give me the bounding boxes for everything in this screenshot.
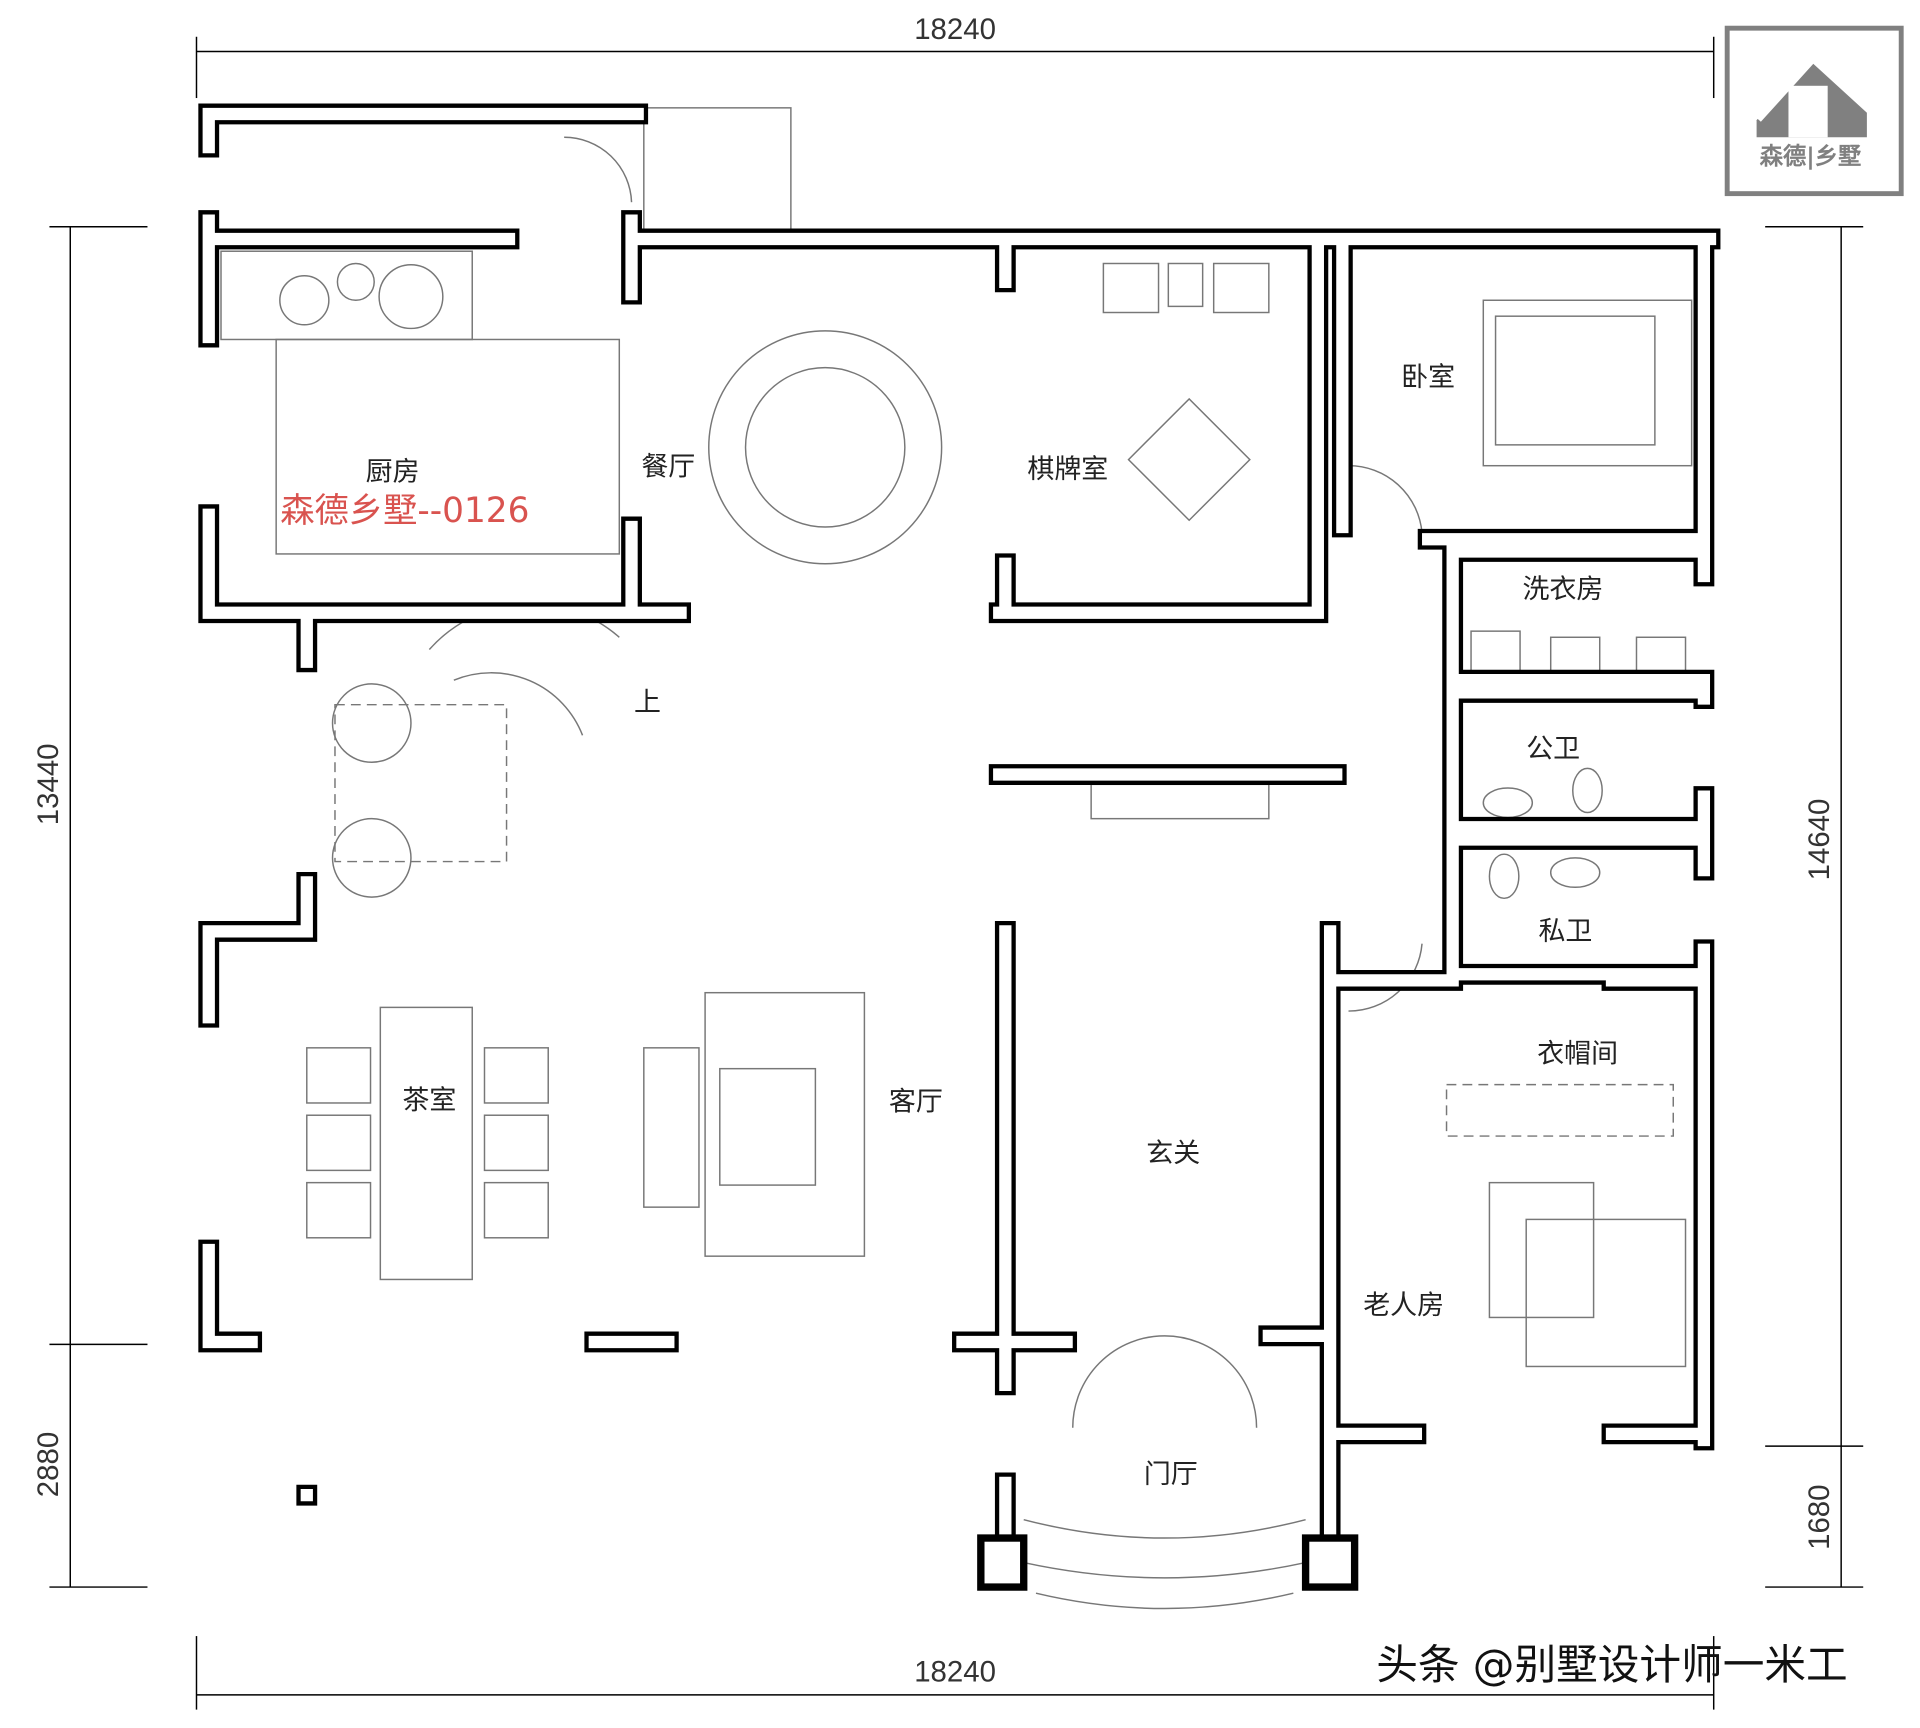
room-mahjong: 棋牌室 [1027,454,1108,485]
dim-top: 18240 [914,13,996,46]
room-kitchen: 厨房 [366,456,420,487]
room-tea: 茶室 [402,1085,456,1116]
dim-bottom: 18240 [914,1655,996,1688]
dim-left-porch: 2880 [32,1432,65,1497]
room-dining: 餐厅 [641,452,695,483]
dimension-lines [49,36,1864,1710]
watermark-text: 森德乡墅--0126 [280,491,529,531]
room-living: 客厅 [889,1086,943,1117]
dim-left-main: 13440 [32,743,65,825]
room-laundry: 洗衣房 [1523,574,1604,605]
walls [209,114,1710,1591]
room-public-bath: 公卫 [1526,733,1580,764]
stairs-up-label: 上 [634,687,661,718]
room-foyer: 玄关 [1146,1138,1200,1169]
room-bedroom: 卧室 [1401,362,1455,393]
dim-right-porch: 1680 [1803,1484,1836,1549]
logo: 森德|乡墅 [1724,25,1904,197]
dim-right-main: 14640 [1803,799,1836,881]
room-cloakroom: 衣帽间 [1537,1039,1618,1070]
room-porch: 门厅 [1144,1459,1198,1490]
fixtures [220,107,1693,1610]
logo-text: 森德|乡墅 [1760,143,1862,170]
credit-text: 头条 @别墅设计师一米工 [1376,1640,1847,1689]
room-private-bath: 私卫 [1538,916,1592,947]
room-elder: 老人房 [1363,1290,1444,1321]
